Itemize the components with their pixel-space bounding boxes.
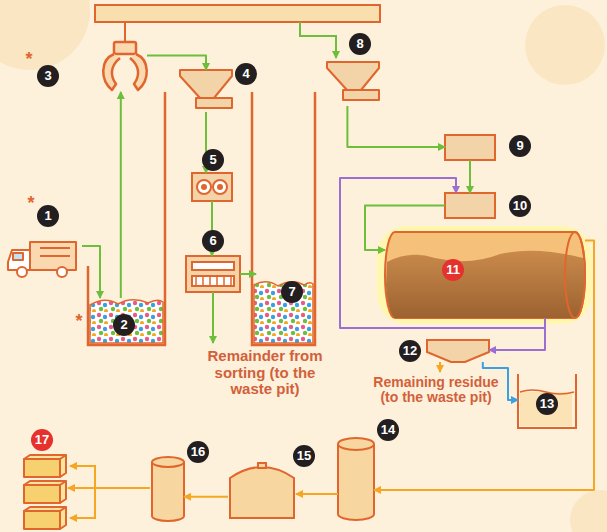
process-part: 16: [150, 456, 184, 520]
callout-number: 3: [37, 65, 59, 87]
flow-arrow: [374, 241, 594, 490]
crane-claw: [103, 42, 147, 90]
digester-tank: [377, 226, 592, 324]
callout-number: 10: [509, 195, 531, 217]
process-part: 8: [325, 60, 381, 106]
process-part: 5: [192, 173, 232, 201]
callout-number: 8: [349, 33, 371, 55]
note-mark: *: [22, 50, 36, 70]
callout-number: 16: [187, 441, 209, 463]
flow-arrow: [120, 92, 122, 298]
sorter-fine-lines: [196, 276, 231, 286]
callout-number: 12: [399, 340, 421, 362]
callout-number: 4: [235, 63, 257, 85]
flow-arrow: [82, 246, 100, 298]
flow-arrows: [70, 22, 440, 518]
flow-arrow: [184, 496, 228, 498]
flow-arrow: [469, 160, 471, 193]
process-part: 4: [180, 70, 232, 112]
process-part: 15: [228, 462, 296, 520]
gas-vessels: [152, 438, 374, 521]
flow-arrow: [296, 493, 338, 495]
process-part: 17: [18, 452, 68, 530]
hoppers: [180, 62, 379, 108]
waste-pit-walls: [88, 92, 315, 345]
flow-arrow: [340, 178, 545, 328]
waste-truck: [8, 242, 76, 277]
process-part: 11: [385, 232, 585, 318]
callout-number: 2: [113, 314, 135, 336]
note-mark: *: [72, 312, 86, 332]
callout-number: 13: [536, 393, 558, 415]
flow-arrow: [365, 206, 445, 251]
callout-number: 11: [442, 259, 464, 281]
process-part: 9: [445, 135, 495, 160]
liquid-tank: [518, 374, 576, 428]
callout-number: 17: [31, 429, 53, 451]
flow-arrow: [240, 273, 256, 275]
product-cubes: [24, 455, 66, 529]
process-part: 2: [92, 298, 164, 344]
process-part: 13: [518, 372, 576, 428]
flow-arrow: [347, 106, 445, 147]
callout-number: 7: [281, 281, 303, 303]
process-part: 7: [256, 268, 312, 344]
process-part: 14: [338, 438, 374, 518]
flow-note: Remaining residue (to the waste pit): [368, 375, 504, 406]
process-part: 1: [8, 236, 82, 276]
sorter: [186, 256, 240, 292]
flow-arrow: [147, 56, 206, 70]
flow-note: Remainder from sorting (to the waste pit…: [192, 348, 338, 398]
crane-rail: [95, 5, 380, 42]
callout-number: 15: [293, 445, 315, 467]
callout-number: 5: [202, 149, 224, 171]
callout-number: 6: [202, 230, 224, 252]
callout-number: 9: [509, 135, 531, 157]
process-part: 12: [427, 340, 489, 362]
crusher: [192, 173, 232, 201]
flow-arrow: [68, 487, 150, 489]
process-part: 6: [186, 256, 240, 292]
process-part: 10: [445, 193, 495, 218]
flow-arrow: [489, 318, 545, 350]
note-mark: *: [24, 194, 38, 214]
callout-number: 14: [377, 419, 399, 441]
callout-number: 1: [37, 205, 59, 227]
process-part: 3: [103, 40, 147, 92]
